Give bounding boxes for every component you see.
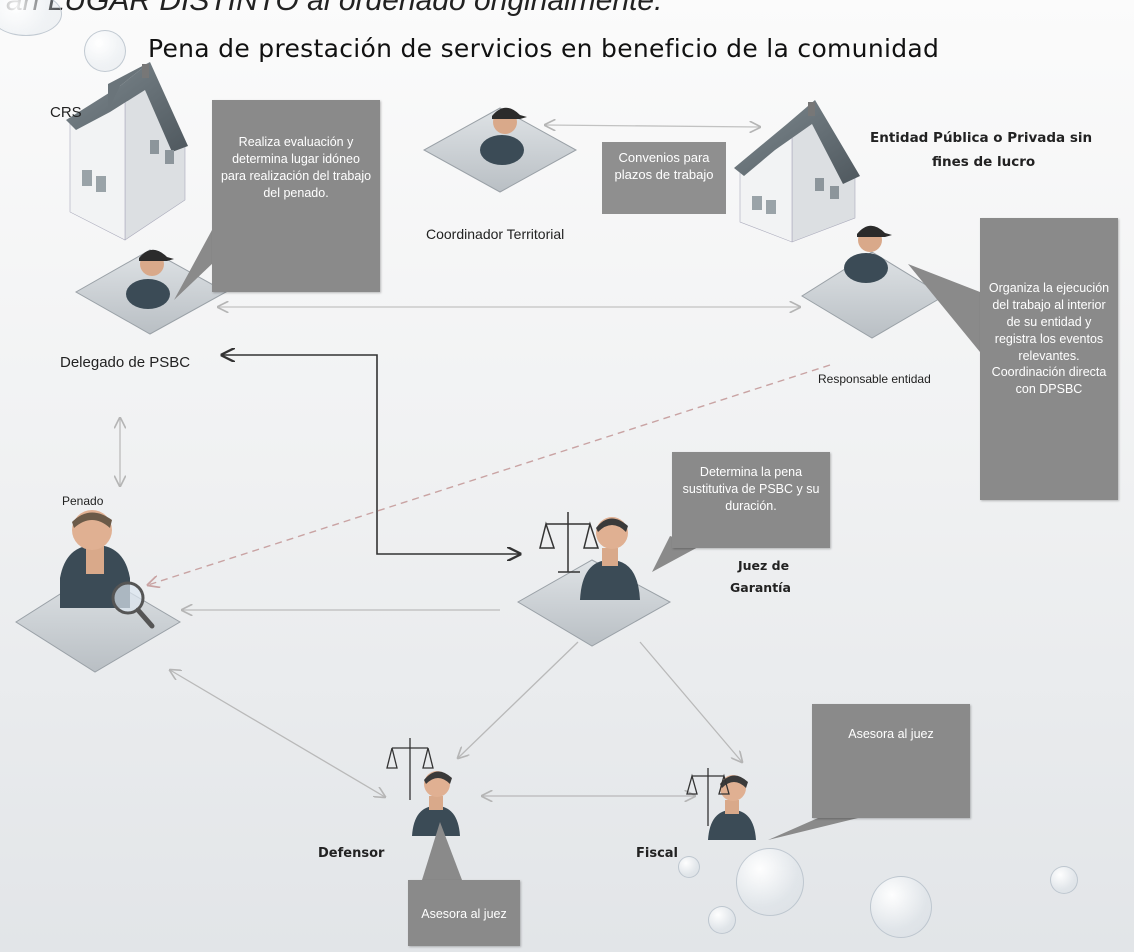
fiscal-scales-icon xyxy=(686,768,730,826)
penado-platform xyxy=(15,571,181,673)
penado-person-icon xyxy=(60,510,155,629)
delegado-label: Delegado de PSBC xyxy=(60,354,191,371)
entidad-label-line1: Entidad Pública o Privada sin xyxy=(870,130,1093,146)
juez-label-line2: Garantía xyxy=(730,580,791,595)
connector-coordinador-entidad xyxy=(545,125,760,127)
responsable-platform xyxy=(801,251,945,339)
defensor-label: Defensor xyxy=(318,846,385,861)
decorative-bubble xyxy=(736,848,804,916)
responsable-person-icon xyxy=(844,225,892,283)
delegado-person-icon xyxy=(126,249,174,309)
fiscal-callout: Asesora al juez xyxy=(812,704,970,818)
juez-platform xyxy=(517,559,672,647)
top-caption: an LUGAR DISTINTO al ordenado originalme… xyxy=(6,0,663,17)
fiscal-callout-tail xyxy=(768,818,858,840)
convenios-callout: Convenios para plazos de trabajo xyxy=(602,142,726,214)
responsable-callout: Organiza la ejecución del trabajo al int… xyxy=(980,218,1118,500)
delegado-callout-tail xyxy=(174,230,214,300)
delegado-callout: Realiza evaluación y determina lugar idó… xyxy=(212,100,380,292)
juez-label-line1: Juez de xyxy=(738,558,790,573)
defensor-callout: Asesora al juez xyxy=(408,880,520,946)
fiscal-label: Fiscal xyxy=(636,846,679,861)
decorative-bubble xyxy=(678,856,700,878)
juez-scales-icon xyxy=(539,512,600,573)
connector-juez-delegado xyxy=(222,355,520,554)
crs-house-icon xyxy=(66,62,188,241)
penado-label: Penado xyxy=(62,494,104,508)
coordinador-person-icon xyxy=(480,107,527,165)
responsable-callout-tail xyxy=(908,264,980,352)
responsable-label: Responsable entidad xyxy=(818,372,931,386)
entidad-label-line2: fines de lucro xyxy=(932,154,1036,170)
decorative-bubble xyxy=(1050,866,1078,894)
decorative-bubble xyxy=(84,30,126,72)
defensor-scales-icon xyxy=(386,738,434,800)
coordinador-label: Coordinador Territorial xyxy=(426,226,565,242)
entidad-house-icon xyxy=(734,100,860,243)
juez-callout: Determina la pena sustitutiva de PSBC y … xyxy=(672,452,830,548)
defensor-callout-tail xyxy=(422,822,462,880)
connector-juez-fiscal xyxy=(639,641,742,762)
decorative-bubble xyxy=(708,906,736,934)
diagram-title: Pena de prestación de servicios en benef… xyxy=(148,34,940,63)
juez-person-icon xyxy=(580,517,640,600)
decorative-bubble xyxy=(870,876,932,938)
connector-juez-defensor xyxy=(458,641,579,758)
crs-label: CRS xyxy=(50,104,82,121)
connector-penado-defensor xyxy=(170,670,385,797)
defensor-person-icon xyxy=(412,771,460,836)
fiscal-person-icon xyxy=(708,775,756,840)
